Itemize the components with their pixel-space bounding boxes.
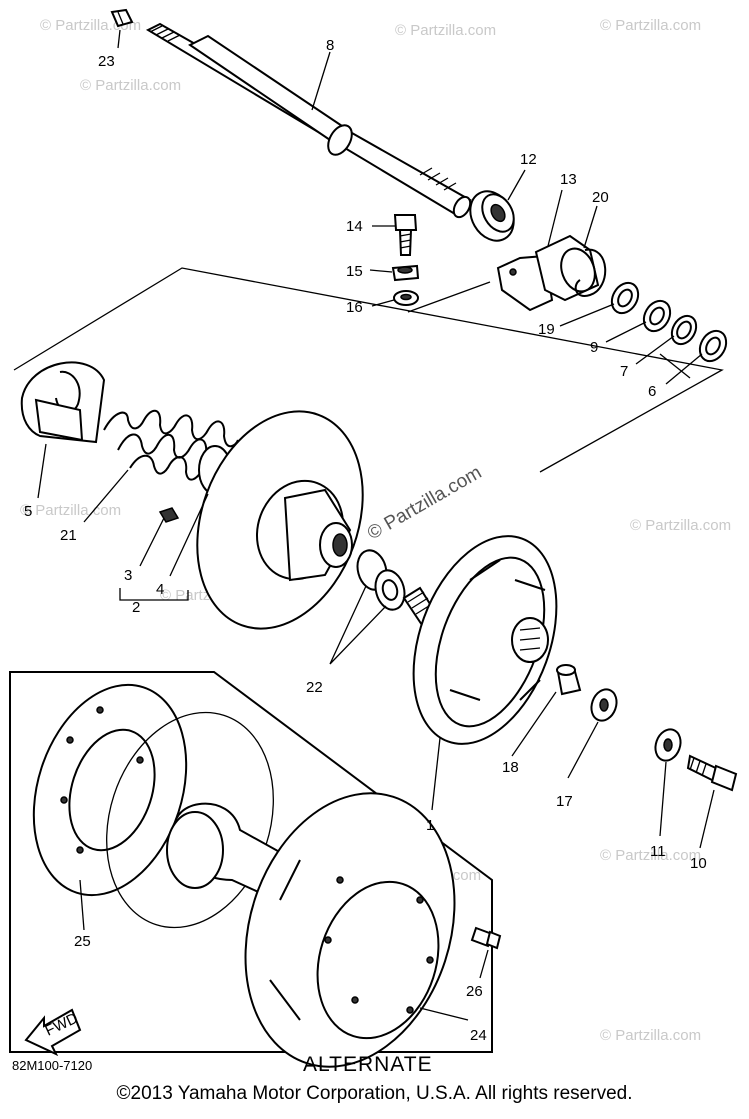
label-part-15: 15: [346, 263, 363, 280]
cam-part-5: [20, 361, 106, 444]
washer-part-19: [610, 281, 640, 315]
watermark-text: © Partzilla.com: [20, 502, 121, 519]
washer-part-11: [654, 728, 682, 762]
washer-part-17: [590, 688, 618, 722]
label-part-24: 24: [470, 1027, 487, 1044]
label-part-2: 2: [132, 599, 140, 616]
clip-part-20: [574, 248, 607, 297]
watermark-text: © Partzilla.com: [80, 77, 181, 94]
shaft-part-8: [145, 22, 472, 219]
part-number-labels: 8 23 12 13 20 14 15 16 19 9 7 6 5 21 3 4…: [24, 37, 707, 1044]
assembly-frame-lines: [13, 267, 724, 473]
washer-part-9: [642, 299, 672, 333]
disc-part-25: [32, 683, 188, 897]
label-part-17: 17: [556, 793, 573, 810]
bushing-part-22: [356, 549, 406, 611]
label-part-9: 9: [590, 339, 598, 356]
bearing-part-12: [469, 190, 515, 242]
label-part-8: 8: [326, 37, 334, 54]
watermark-text: © Partzilla.com: [600, 847, 701, 864]
bracket-part-13: [496, 234, 600, 312]
fwd-arrow-icon: FWD: [24, 1008, 82, 1057]
cap-part-23: [110, 8, 134, 28]
label-part-4: 4: [156, 581, 164, 598]
label-part-26: 26: [466, 983, 483, 1000]
bolt-part-10: [686, 754, 738, 792]
bolt-part-26: [470, 926, 502, 950]
alternate-label: ALTERNATE: [303, 1053, 433, 1076]
watermark-text: © Partzilla.com: [630, 517, 731, 534]
label-part-5: 5: [24, 503, 32, 520]
disc-part-24: [244, 792, 456, 1068]
label-part-6: 6: [648, 383, 656, 400]
watermark-text: © Partzilla.com: [395, 22, 496, 39]
watermark-center-text: © Partzilla.com: [364, 462, 485, 544]
washer-part-16: [393, 290, 419, 306]
washer-part-6: [698, 329, 728, 363]
label-part-14: 14: [346, 218, 363, 235]
bolt-part-14: [393, 214, 418, 256]
label-part-12: 12: [520, 151, 537, 168]
label-part-22: 22: [306, 679, 323, 696]
label-part-11: 11: [650, 843, 666, 860]
label-part-7: 7: [620, 363, 628, 380]
label-part-19: 19: [538, 321, 555, 338]
leader-lines: [37, 29, 715, 1021]
label-part-1: 1: [426, 817, 434, 834]
label-part-20: 20: [592, 189, 609, 206]
label-part-3: 3: [124, 567, 132, 584]
sheave-part-2: [196, 410, 364, 630]
spacer-part-18: [556, 664, 582, 696]
alternate-hub: [106, 711, 332, 929]
sheave-part-1: [402, 535, 558, 745]
copyright-notice: ©2013 Yamaha Motor Corporation, U.S.A. A…: [116, 1083, 633, 1104]
washer-part-7: [670, 314, 698, 346]
nut-part-15: [391, 264, 420, 282]
label-part-21: 21: [60, 527, 77, 544]
watermark-text: © Partzilla.com: [600, 17, 701, 34]
label-part-23: 23: [98, 53, 115, 70]
label-part-13: 13: [560, 171, 577, 188]
alternate-assembly-frame: [9, 671, 493, 1053]
label-part-25: 25: [74, 933, 91, 950]
label-part-10: 10: [690, 855, 707, 872]
label-part-16: 16: [346, 299, 363, 316]
label-part-18: 18: [502, 759, 519, 776]
watermark-text: © Partzilla.com: [600, 1027, 701, 1044]
drawing-code: 82M100-7120: [12, 1058, 93, 1073]
